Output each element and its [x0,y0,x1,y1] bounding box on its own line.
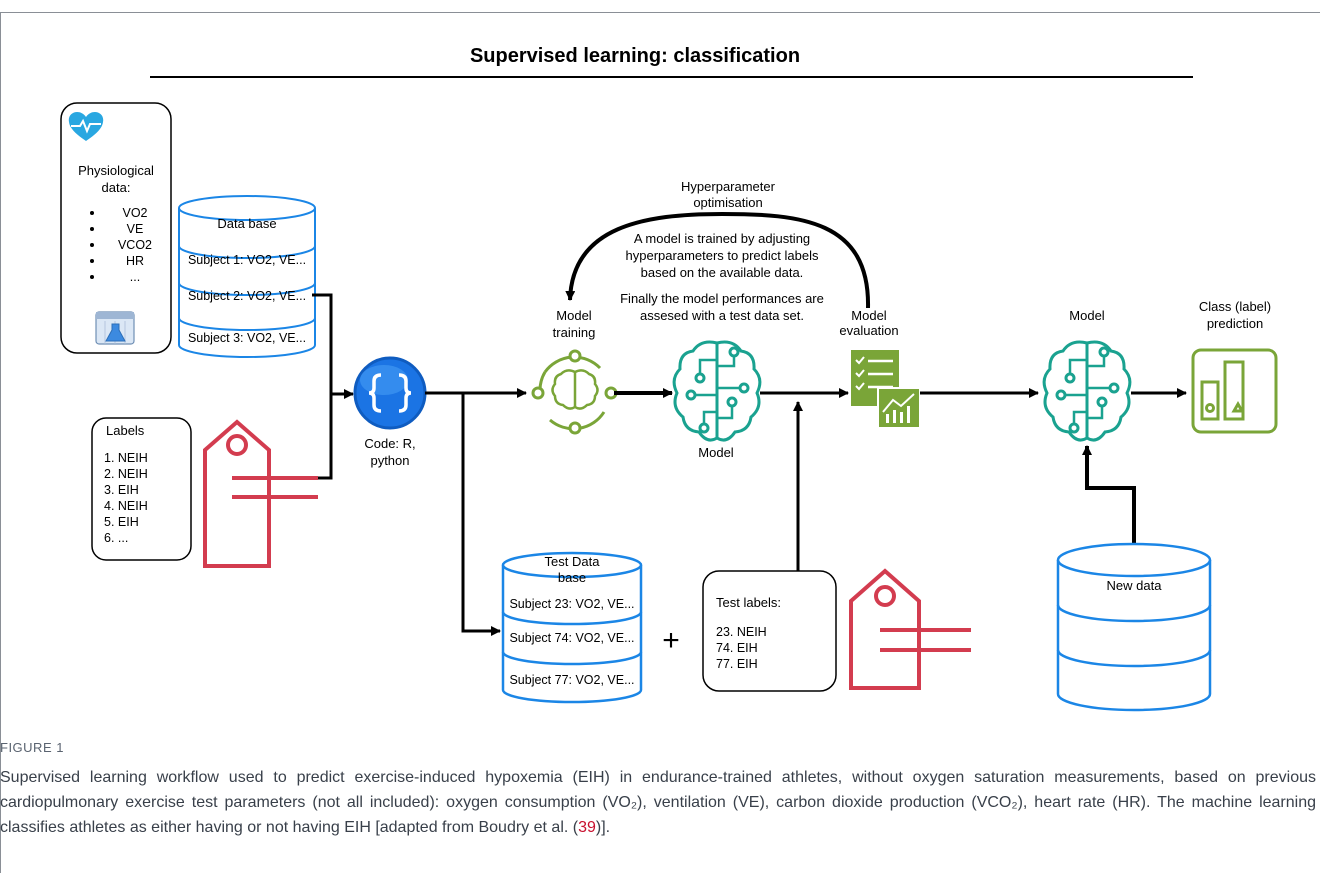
new-data-label: New data [1107,578,1163,593]
code-label-1: Code: R, [364,436,415,451]
physio-item: ... [130,270,140,284]
label-item: 4. NEIH [104,499,148,513]
test-db-row: Subject 23: VO2, VE... [509,597,634,611]
label-item: 2. NEIH [104,467,148,481]
training-label-1: Model [556,308,592,323]
physio-heading-1: Physiological [78,163,154,178]
label-item: 3. EIH [104,483,139,497]
test-db-row: Subject 77: VO2, VE... [509,673,634,687]
bar-chart-icon [1191,348,1278,434]
hyperparameter-desc-2: hyperparameters to predict labels [626,248,819,263]
labels-box: Labels 1. NEIH 2. NEIH 3. EIH 4. NEIH 5.… [91,417,192,561]
price-tag-icon [203,419,318,568]
lab-calendar-icon [95,311,135,345]
evaluation-label-2: evaluation [839,323,898,338]
database-icon: New data [1056,542,1212,712]
test-labels-box: Test labels: 23. NEIH 74. EIH 77. EIH [702,570,837,692]
hyperparameter-title-1: Hyperparameter [681,179,776,194]
hyperparameter-title-2: optimisation [693,195,762,210]
frame-top-border [0,12,1320,13]
checklist-chart-icon [851,350,921,429]
label-item: 1. NEIH [104,451,148,465]
code-label-2: python [370,453,409,468]
new-data-arrow [1082,445,1136,545]
training-label-2: training [553,325,596,340]
code-connectors [425,388,527,636]
test-label-item: 23. NEIH [716,625,767,639]
brain-circuit-icon [1042,340,1132,442]
test-labels-heading: Test labels: [716,595,781,610]
physio-item: VCO2 [118,238,152,252]
physio-heading-2: data: [102,180,131,195]
test-db-label-1: Test Data [545,554,601,569]
prediction-label-2: prediction [1207,316,1263,331]
hyperparameter-desc-5: assesed with a test data set. [640,308,804,323]
test-db-label-2: base [558,570,586,585]
price-tag-icon [849,568,971,690]
test-label-item: 74. EIH [716,641,758,655]
heart-pulse-icon [68,111,104,141]
evaluation-label-1: Model [851,308,887,323]
hyperparameter-desc-1: A model is trained by adjusting [634,231,810,246]
database-cylinder: Data base Subject 1: VO2, VE... Subject … [178,195,316,358]
test-label-item: 77. EIH [716,657,758,671]
test-db-row: Subject 74: VO2, VE... [509,631,634,645]
physio-item: VE [127,222,144,236]
prediction-label-1: Class (label) [1199,299,1271,314]
plus-sign: + [662,624,680,657]
caption-reference-link[interactable]: 39 [578,819,596,836]
caption-end: )]. [595,819,611,836]
hyperparameter-desc-4: Finally the model performances are [620,291,824,306]
database-row: Subject 1: VO2, VE... [188,253,306,267]
label-item: 5. EIH [104,515,139,529]
database-label: Data base [217,216,276,231]
physio-item: HR [126,254,144,268]
physio-list: VO2 VE VCO2 HR ... [90,206,152,284]
code-braces-icon [353,356,427,430]
model-right-label: Model [1069,308,1105,323]
physio-item: VO2 [122,206,147,220]
workflow-diagram: Supervised learning: classification Phys… [60,45,1278,712]
model-mid-label: Model [698,445,734,460]
hyperparameter-loop-arrow [565,211,871,309]
frame-left-border [0,12,1,873]
database-row: Subject 3: VO2, VE... [188,331,306,345]
figure-label: FIGURE 1 [0,740,64,755]
caption-text: Supervised learning workflow used to pre… [0,765,1316,840]
figure-title: Supervised learning: classification [470,45,800,67]
physiological-data-box: Physiological data: VO2 VE VCO2 HR ... [60,102,172,354]
brain-cycle-icon [531,349,618,435]
labels-heading: Labels [106,423,145,438]
hyperparameter-desc-3: based on the available data. [641,265,804,280]
database-row: Subject 2: VO2, VE... [188,289,306,303]
input-connectors [312,293,354,480]
label-item: 6. ... [104,531,128,545]
caption-body: Supervised learning workflow used to pre… [0,769,1316,836]
test-database-cylinder: Test Data base Subject 23: VO2, VE... Su… [501,551,643,704]
brain-circuit-icon [672,340,762,442]
